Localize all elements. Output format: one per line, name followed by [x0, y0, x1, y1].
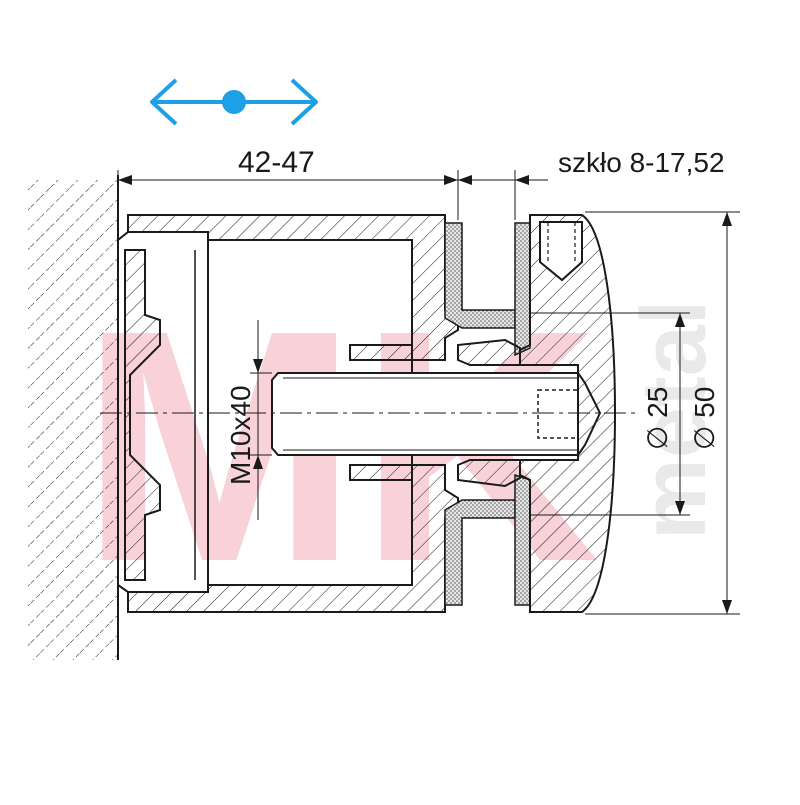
dimension-glass-label: szkło 8-17,52	[558, 147, 725, 178]
dimension-wall-distance-label: 42-47	[238, 146, 315, 179]
wall-plate	[117, 231, 209, 593]
dimension-bolt-label: M10x40	[225, 385, 256, 485]
double-arrow-adjust-icon	[150, 78, 318, 126]
dimension-inner-diameter-label: ∅ 25	[642, 387, 673, 450]
sleeve	[457, 338, 521, 488]
bolt	[271, 372, 602, 456]
watermark-sub: metal	[623, 300, 725, 540]
dimension-outer-diameter: ∅ 50	[585, 211, 740, 615]
dimension-inner-diameter: ∅ 25	[530, 312, 690, 516]
dimension-outer-diameter-label: ∅ 50	[689, 387, 720, 450]
dimension-bolt: M10x40	[225, 320, 272, 520]
front-cap	[519, 214, 617, 613]
dimension-wall-distance: 42-47	[117, 146, 516, 220]
wall	[28, 175, 119, 660]
dimension-glass: szkło 8-17,52	[458, 147, 725, 185]
